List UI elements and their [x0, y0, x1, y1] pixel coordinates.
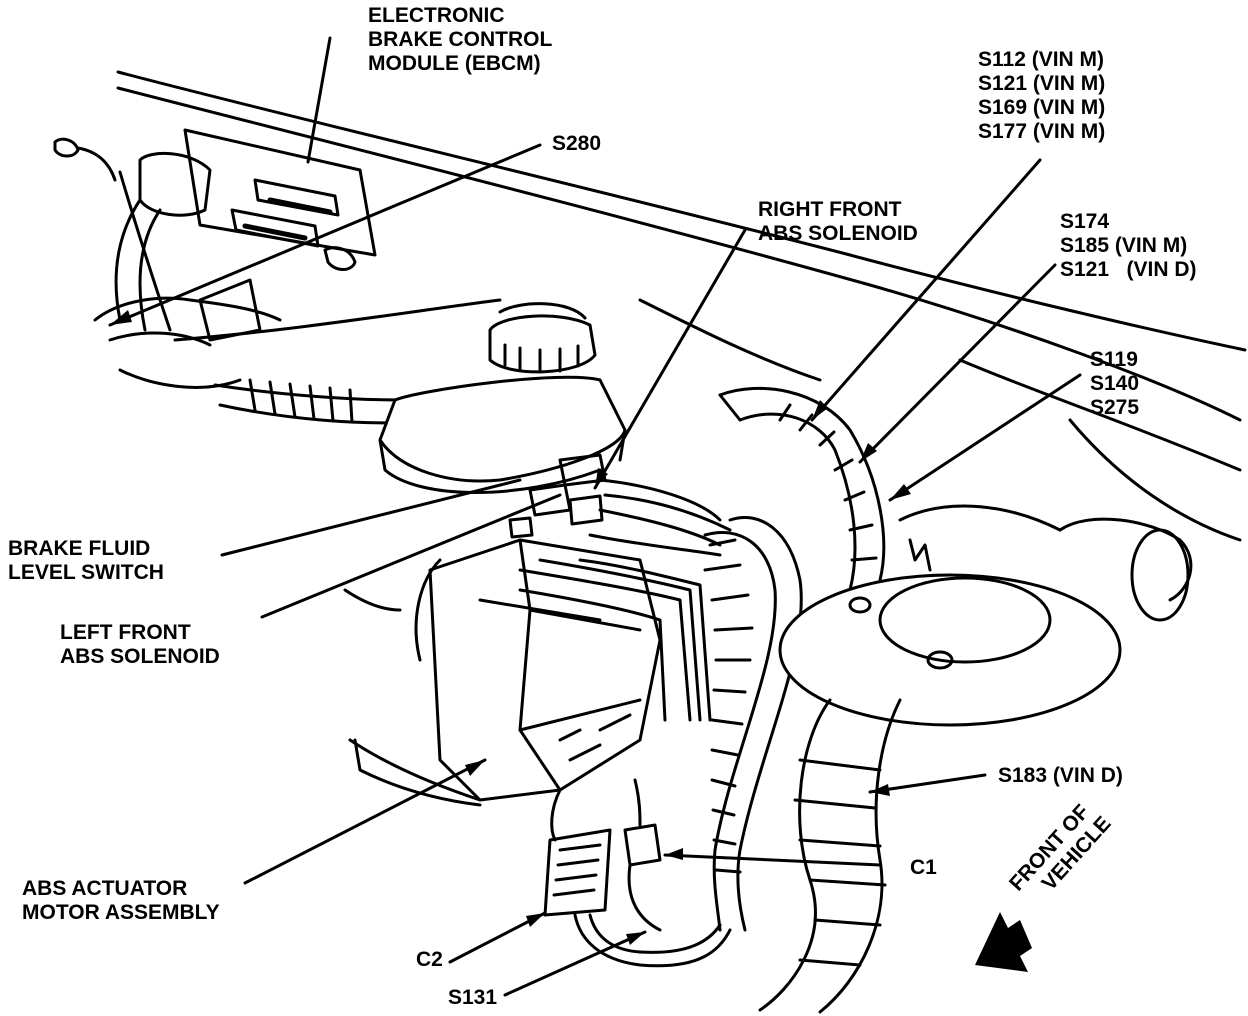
label-c1: C1: [910, 856, 937, 879]
label-s131: S131: [448, 986, 498, 1009]
corrugated-conduit: [758, 698, 902, 1014]
ebcm-module: [53, 128, 377, 271]
label-c2: C2: [416, 948, 443, 971]
leader-brake-fluid: [220, 478, 522, 557]
leader-splices-vin-m: [810, 158, 1042, 422]
solenoid-connectors: [508, 453, 732, 557]
leader-arrowheads: [110, 310, 911, 945]
brake-fluid-reservoir: [378, 302, 627, 494]
label-abs-actuator-motor-assembly: ABS ACTUATOR MOTOR ASSEMBLY: [22, 877, 220, 924]
leader-right-front-abs: [593, 228, 747, 490]
label-splices-mid: S174 S185 (VIN M) S121 (VIN D): [1060, 210, 1197, 281]
leader-s131: [503, 930, 647, 997]
leader-splices-mid: [858, 263, 1057, 464]
leader-left-front-abs: [260, 493, 562, 619]
label-left-front-abs-solenoid: LEFT FRONT ABS SOLENOID: [60, 621, 220, 668]
label-brake-fluid-level-switch: BRAKE FLUID LEVEL SWITCH: [8, 537, 164, 584]
cowl-panel: [116, 70, 1247, 542]
leader-s183: [868, 773, 987, 794]
leader-lines: [108, 36, 1082, 997]
label-s280: S280: [552, 132, 602, 155]
main-harness: [703, 386, 886, 932]
label-splices-low: S119 S140 S275: [1090, 348, 1140, 419]
leader-ebcm: [306, 36, 332, 164]
leader-splices-low: [888, 373, 1082, 502]
front-direction-arrow-icon: [975, 912, 1032, 972]
label-right-front-abs-solenoid: RIGHT FRONT ABS SOLENOID: [758, 198, 918, 245]
label-splices-vin-m: S112 (VIN M) S121 (VIN M) S169 (VIN M) S…: [978, 48, 1106, 143]
abs-actuator: [343, 538, 712, 807]
leader-abs-actuator: [243, 758, 487, 885]
label-ebcm: ELECTRONIC BRAKE CONTROL MODULE (EBCM): [368, 4, 553, 75]
strut-tower: [778, 504, 1193, 727]
label-s183: S183 (VIN D): [998, 764, 1123, 787]
leader-s280: [108, 143, 542, 327]
leader-c1: [663, 853, 882, 867]
lower-connectors: [543, 778, 732, 968]
